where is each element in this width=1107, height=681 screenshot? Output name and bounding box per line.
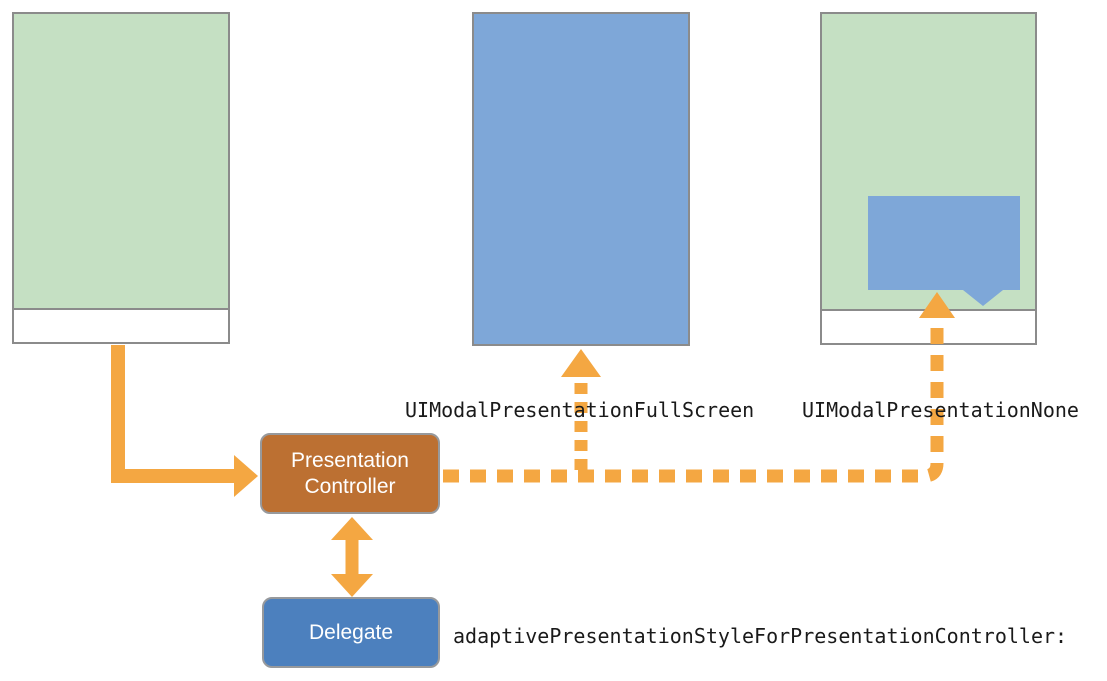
presentation-controller-label-line2: Controller [304,474,396,498]
delegate-label: Delegate [308,620,394,644]
popover-presentation-device [820,12,1037,345]
presenting-to-controller-arrow [111,345,258,497]
adaptive-presentation-style-method-label: adaptivePresentationStyleForPresentation… [453,624,1068,648]
presenting-screen [14,14,228,308]
presentation-controller-box: Presentation Controller [260,433,440,514]
popover-device-bottom-bar [822,309,1035,343]
presenting-device-bottom-bar [14,308,228,342]
uimodalpresentationnone-label: UIModalPresentationNone [802,398,1079,422]
controller-delegate-double-arrow [331,517,373,597]
delegate-box: Delegate [262,597,440,668]
presenting-device [12,12,230,344]
popover-callout [868,196,1020,290]
popover-callout-tail [963,290,1003,306]
fullscreen-presented-view [474,14,688,344]
presentation-controller-label-line1: Presentation [291,448,409,472]
fullscreen-presentation-device [472,12,690,346]
uimodalpresentationfullscreen-label: UIModalPresentationFullScreen [405,398,755,422]
